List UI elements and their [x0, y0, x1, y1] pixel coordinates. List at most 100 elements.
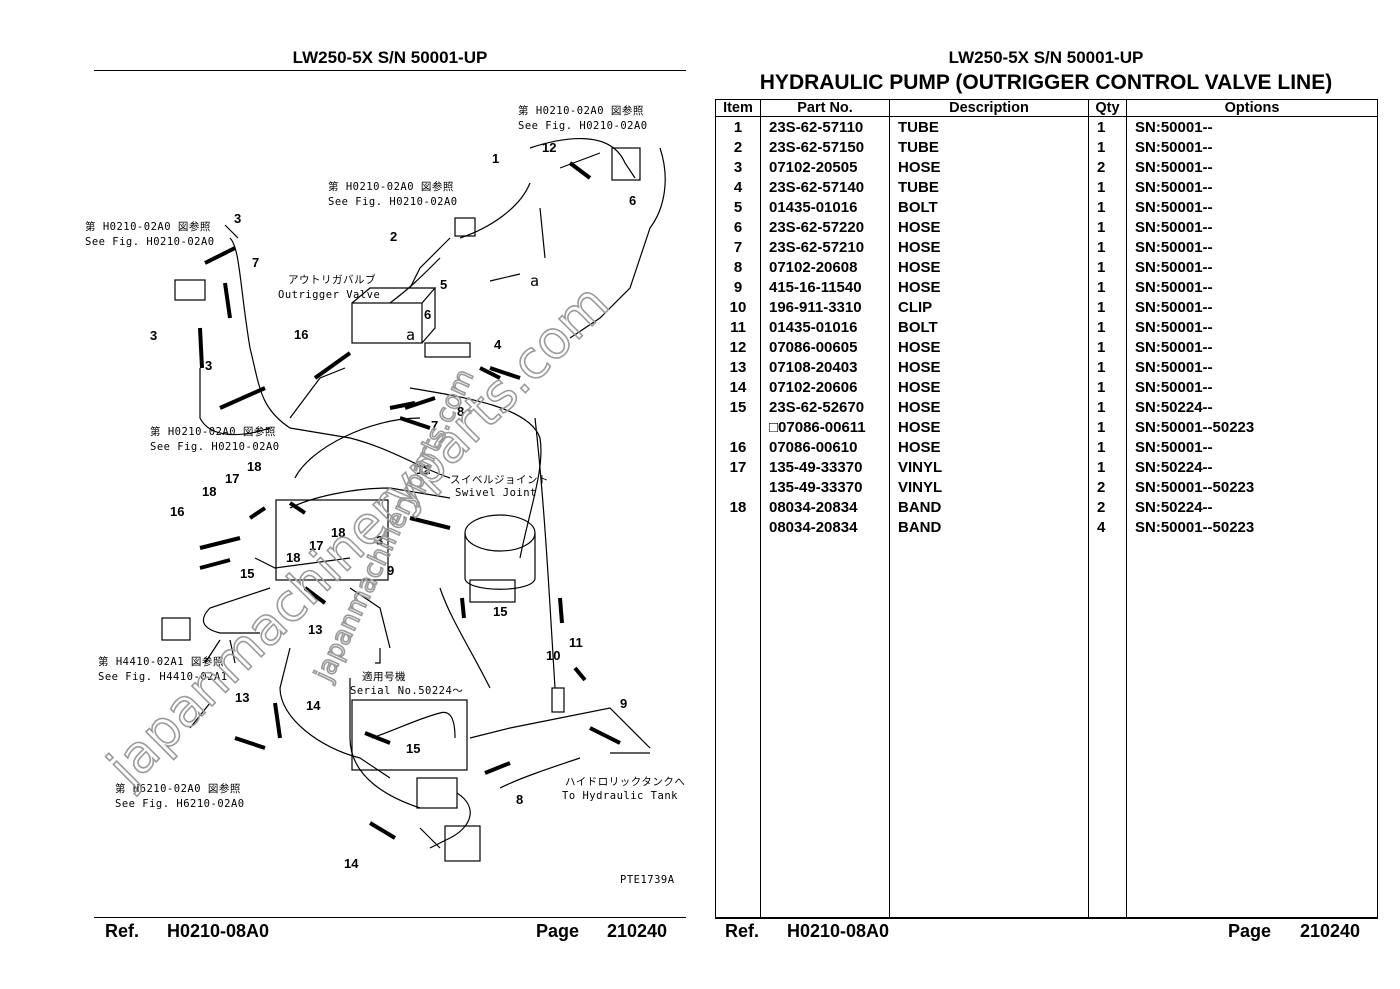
- watermark-text: japanmachineryparts.com: [96, 273, 621, 798]
- cell-options: SN:50001--50223: [1126, 517, 1378, 537]
- callout-16b: 16: [170, 504, 184, 519]
- cell-options: SN:50224--: [1126, 457, 1378, 477]
- callout-11: 11: [569, 635, 583, 650]
- cell-qty: 1: [1088, 417, 1127, 437]
- callout-6b: 6: [424, 307, 431, 322]
- note-fig1-en: See Fig. H0210-02A0: [518, 120, 648, 132]
- cell-description: HOSE: [889, 437, 1089, 457]
- left-ref-label: Ref.: [105, 921, 140, 941]
- cell-qty: 1: [1088, 457, 1127, 477]
- callout-12a: 12: [542, 140, 556, 155]
- cell-qty: 1: [1088, 437, 1127, 457]
- cell-item: 2: [715, 137, 761, 157]
- cell-qty: 1: [1088, 357, 1127, 377]
- drawing-number: PTE1739A: [620, 874, 675, 886]
- cell-options: SN:50001--: [1126, 317, 1378, 337]
- callout-7a: 7: [252, 255, 259, 270]
- cell-description: BOLT: [889, 197, 1089, 217]
- note-fig2-jp: 第 H0210-02A0 図参照: [328, 180, 454, 193]
- cell-qty: 1: [1088, 177, 1127, 197]
- page-title: HYDRAULIC PUMP (OUTRIGGER CONTROL VALVE …: [759, 71, 1333, 94]
- cell-qty: 1: [1088, 237, 1127, 257]
- left-header-rule: [94, 70, 686, 71]
- cell-part-no: 08034-20834: [760, 517, 890, 537]
- cell-part-no: 07086-00605: [760, 337, 890, 357]
- cell-item: 1: [715, 116, 761, 137]
- cell-description: TUBE: [889, 137, 1089, 157]
- cell-options: SN:50001--: [1126, 297, 1378, 317]
- cell-part-no: 23S-62-57110: [760, 116, 890, 137]
- cell-options: SN:50001--: [1126, 157, 1378, 177]
- diagram-notes: 第 H0210-02A0 図参照 See Fig. H0210-02A0 第 H…: [85, 104, 685, 886]
- cell-options: SN:50001--: [1126, 177, 1378, 197]
- col-header-description: Description: [889, 99, 1089, 117]
- cell-description: HOSE: [889, 417, 1089, 437]
- cell-options: SN:50001--: [1126, 337, 1378, 357]
- cell-qty: 1: [1088, 197, 1127, 217]
- note-swivel-jp: スイベルジョイント: [450, 474, 549, 486]
- cell-part-no: 135-49-33370: [760, 457, 890, 477]
- right-ref-value: H0210-08A0: [787, 921, 890, 941]
- cell-description: BAND: [889, 517, 1089, 537]
- note-fig4-jp: 第 H0210-02A0 図参照: [150, 425, 276, 438]
- right-ref-label: Ref.: [725, 921, 760, 941]
- col-header-options: Options: [1126, 99, 1378, 117]
- cell-qty: 2: [1088, 477, 1127, 497]
- cell-description: HOSE: [889, 237, 1089, 257]
- cell-description: BOLT: [889, 317, 1089, 337]
- cell-part-no: 23S-62-57220: [760, 217, 890, 237]
- callout-13b: 13: [235, 690, 249, 705]
- cell-item: [715, 517, 761, 537]
- cell-description: HOSE: [889, 357, 1089, 377]
- note-fig2-en: See Fig. H0210-02A0: [328, 196, 458, 208]
- callout-9a: 9: [387, 563, 394, 578]
- note-fig5-jp: 第 H4410-02A1 図参照: [98, 655, 224, 668]
- callout-2: 2: [390, 229, 397, 244]
- note-tank-jp: ハイドロリックタンクへ: [565, 776, 685, 788]
- right-page-header: LW250-5X S/N 50001-UP: [948, 48, 1144, 67]
- callout-17a: 17: [225, 471, 239, 486]
- col-header-item: Item: [715, 99, 761, 117]
- cell-item: 7: [715, 237, 761, 257]
- callout-3d: 3: [376, 533, 383, 548]
- table-header-row: Item Part No. Description Qty Options: [715, 99, 1378, 117]
- callout-12b: 12: [416, 462, 430, 477]
- cell-part-no: □07086-00611: [760, 417, 890, 437]
- callout-15b: 15: [493, 604, 507, 619]
- note-arrow-a1: a: [530, 272, 540, 290]
- note-fig5-en: See Fig. H4410-02A1: [98, 671, 228, 683]
- cell-qty: 1: [1088, 397, 1127, 417]
- cell-part-no: 415-16-11540: [760, 277, 890, 297]
- cell-item: 14: [715, 377, 761, 397]
- cell-item: 13: [715, 357, 761, 377]
- callout-5: 5: [440, 277, 447, 292]
- cell-item: 15: [715, 397, 761, 417]
- cell-description: HOSE: [889, 377, 1089, 397]
- callout-18c: 18: [331, 525, 345, 540]
- cell-options: SN:50001--: [1126, 217, 1378, 237]
- cell-qty: 2: [1088, 157, 1127, 177]
- cell-part-no: 196-911-3310: [760, 297, 890, 317]
- callout-3c: 3: [205, 358, 212, 373]
- callout-18a: 18: [247, 459, 261, 474]
- callout-4: 4: [494, 337, 502, 352]
- callout-14b: 14: [344, 856, 359, 871]
- callout-16a: 16: [294, 327, 308, 342]
- cell-item: 9: [715, 277, 761, 297]
- note-serial-jp: 適用号機: [362, 670, 406, 683]
- cell-options: SN:50001--: [1126, 197, 1378, 217]
- cell-item: 18: [715, 497, 761, 517]
- callout-17b: 17: [309, 538, 323, 553]
- note-fig3-jp: 第 H0210-02A0 図参照: [85, 220, 211, 233]
- cell-options: SN:50001--: [1126, 357, 1378, 377]
- callout-8a: 8: [457, 404, 464, 419]
